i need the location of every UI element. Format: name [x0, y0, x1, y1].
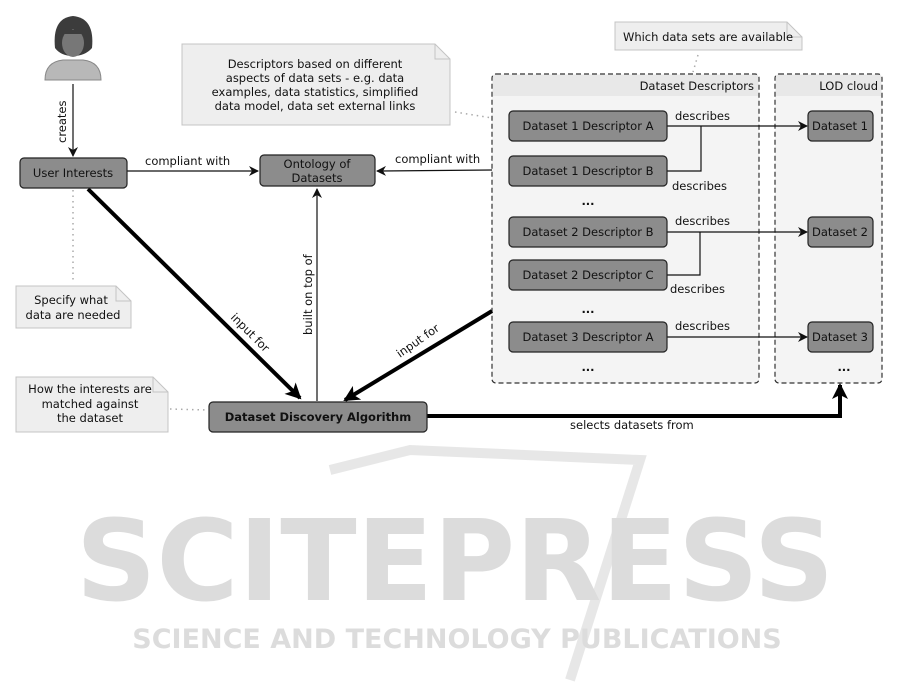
- edge-label-compliant: compliant with: [395, 152, 480, 166]
- svg-text:Dataset 3: Dataset 3: [812, 330, 868, 344]
- svg-text:describes: describes: [670, 282, 725, 296]
- note-connector: [169, 408, 208, 411]
- node-dataset[interactable]: Dataset 2: [807, 216, 874, 248]
- edge-selects-datasets: [427, 383, 848, 418]
- ellipsis: ...: [581, 302, 594, 316]
- node-descriptor[interactable]: Dataset 2 Descriptor B: [508, 216, 668, 248]
- node-algorithm[interactable]: Dataset Discovery Algorithm: [208, 401, 428, 433]
- edge-label-built-on-top-of: built on top of: [301, 253, 315, 335]
- watermark: SCITEPRESS SCIENCE AND TECHNOLOGY PUBLIC…: [76, 444, 835, 682]
- ellipsis: ...: [837, 360, 850, 374]
- svg-text:User Interests: User Interests: [33, 166, 113, 180]
- svg-text:the dataset: the dataset: [57, 411, 123, 425]
- edge-label-selects: selects datasets from: [570, 418, 694, 432]
- note-connector: [454, 111, 493, 119]
- edge-label-creates: creates: [55, 100, 69, 143]
- svg-text:Ontology of: Ontology of: [284, 157, 352, 171]
- edge-compliant-right: [376, 165, 493, 176]
- node-user-interests[interactable]: User Interests: [19, 157, 128, 189]
- svg-text:Dataset 3 Descriptor A: Dataset 3 Descriptor A: [523, 330, 654, 344]
- node-dataset[interactable]: Dataset 3: [807, 321, 874, 353]
- svg-text:Datasets: Datasets: [291, 171, 342, 185]
- svg-text:Which data sets are available: Which data sets are available: [623, 30, 793, 44]
- edge-label-compliant: compliant with: [145, 154, 230, 168]
- node-descriptor[interactable]: Dataset 2 Descriptor C: [508, 259, 668, 291]
- svg-text:aspects of data sets - e.g. da: aspects of data sets - e.g. data: [226, 71, 404, 85]
- group-title: Dataset Descriptors: [640, 79, 754, 93]
- node-ontology[interactable]: Ontology of Datasets: [259, 154, 376, 187]
- note-connector: [692, 54, 699, 73]
- svg-text:Dataset 1 Descriptor B: Dataset 1 Descriptor B: [523, 164, 654, 178]
- node-descriptor[interactable]: Dataset 1 Descriptor A: [508, 110, 668, 142]
- group-title: LOD cloud: [819, 79, 878, 93]
- svg-text:Specify what: Specify what: [34, 293, 108, 307]
- user-avatar-icon: [44, 16, 102, 81]
- svg-text:Descriptors based on different: Descriptors based on different: [228, 57, 403, 71]
- note-available: Which data sets are available: [614, 21, 803, 51]
- svg-text:data are needed: data are needed: [26, 308, 121, 322]
- svg-text:How the interests are: How the interests are: [28, 382, 152, 396]
- note-descriptors: Descriptors based on different aspects o…: [181, 43, 451, 126]
- svg-text:describes: describes: [675, 109, 730, 123]
- svg-text:Dataset Discovery Algorithm: Dataset Discovery Algorithm: [225, 410, 411, 424]
- svg-text:describes: describes: [675, 214, 730, 228]
- node-dataset[interactable]: Dataset 1: [807, 110, 874, 142]
- svg-text:describes: describes: [675, 319, 730, 333]
- svg-text:Dataset 2 Descriptor B: Dataset 2 Descriptor B: [523, 225, 654, 239]
- ellipsis: ...: [581, 360, 594, 374]
- edge-input-for-descriptors: [343, 309, 494, 402]
- edges-describes: describes describes describes describes …: [667, 109, 808, 342]
- svg-text:data model, data set external: data model, data set external links: [215, 99, 416, 113]
- node-descriptor[interactable]: Dataset 3 Descriptor A: [508, 321, 668, 353]
- svg-text:Dataset 2 Descriptor C: Dataset 2 Descriptor C: [522, 268, 653, 282]
- watermark-tagline: SCIENCE AND TECHNOLOGY PUBLICATIONS: [132, 624, 781, 655]
- ellipsis: ...: [581, 194, 594, 208]
- edge-input-for-user: [86, 187, 302, 400]
- svg-text:examples, data statistics, sim: examples, data statistics, simplified: [212, 85, 419, 99]
- svg-text:Dataset 2: Dataset 2: [812, 225, 868, 239]
- svg-text:Dataset 1: Dataset 1: [812, 119, 868, 133]
- svg-text:Dataset 1 Descriptor A: Dataset 1 Descriptor A: [523, 119, 654, 133]
- svg-text:describes: describes: [672, 179, 727, 193]
- svg-text:matched against: matched against: [42, 397, 139, 411]
- node-descriptor[interactable]: Dataset 1 Descriptor B: [508, 155, 668, 187]
- watermark-brand: SCITEPRESS: [76, 497, 835, 627]
- note-matched: How the interests are matched against th…: [15, 376, 169, 433]
- note-specify: Specify what data are needed: [15, 285, 132, 329]
